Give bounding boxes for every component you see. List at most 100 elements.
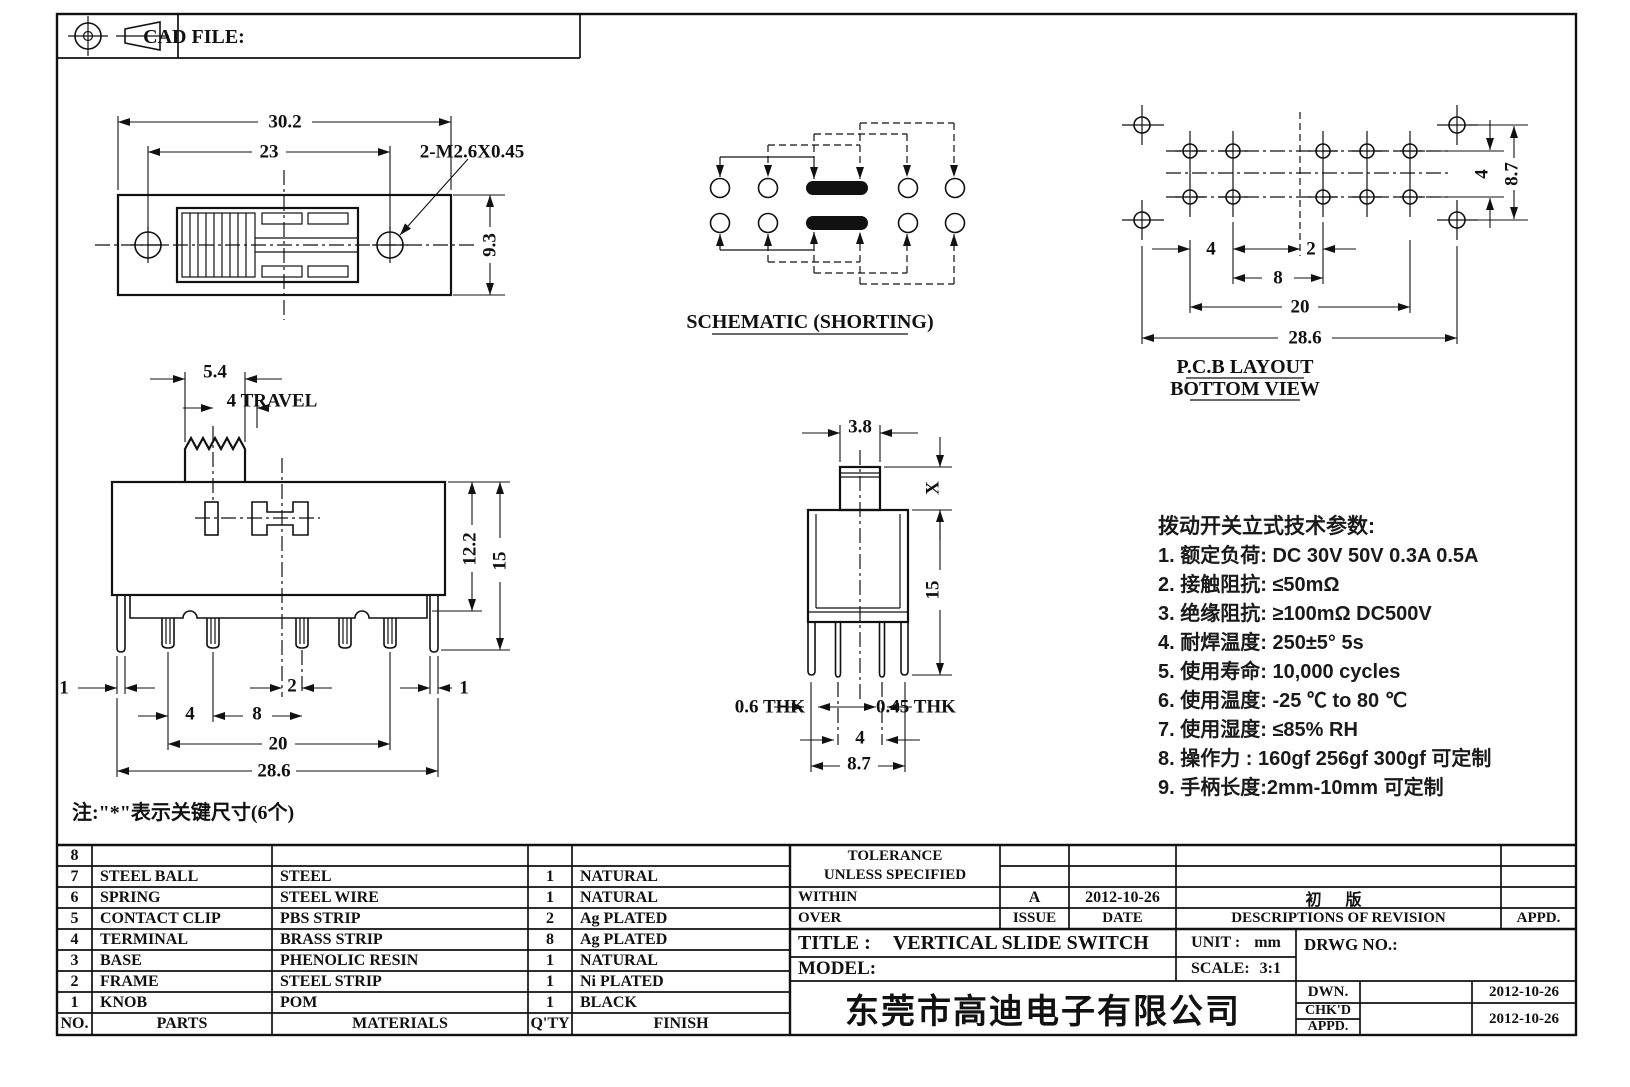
schematic-title: SCHEMATIC (SHORTING) [686,311,933,333]
dim-front-center-off: 2 [287,676,297,697]
dim-front-pitch: 4 [185,704,195,725]
dim-pcb-eight: 8 [1273,268,1283,289]
parts-name: KNOB [100,993,148,1011]
parts-finish: NATURAL [580,867,658,885]
parts-qty: 1 [546,888,554,906]
tolerance-over: OVER [798,910,842,926]
dim-front-total-height: 15 [490,552,511,571]
dim-top-overall: 30.2 [268,112,301,133]
parts-no: 7 [70,867,79,885]
revision-issue-label: ISSUE [1012,910,1057,926]
dim-side-height: 15 [923,581,944,600]
revision-desc-label: DESCRIPTIONS OF REVISION [1231,910,1446,926]
parts-no: 8 [70,846,79,864]
spec-item: 6. 使用温度: -25 ℃ to 80 ℃ [1158,690,1408,712]
revision-desc-value: 初 版 [1305,891,1372,909]
dim-pcb-overall: 28.6 [1288,328,1321,349]
sheet-frame [55,12,1578,1037]
spec-item: 8. 操作力 : 160gf 256gf 300gf 可定制 [1158,748,1492,770]
spec-item: 7. 使用湿度: ≤85% RH [1158,719,1358,741]
parts-material: STEEL [280,867,332,885]
dim-front-eight: 8 [252,704,262,725]
scale-value: 3:1 [1259,960,1281,977]
parts-name: TERMINAL [100,930,189,948]
key-dimension-note: 注:"*"表示关键尺寸(6个) [72,802,295,824]
dim-side-knob: 3.8 [848,417,872,438]
dim-front-right-leg: 1 [459,678,469,699]
tolerance-line2: UNLESS SPECIFIED [823,867,967,883]
parts-qty: 1 [546,993,554,1011]
parts-no: 4 [70,930,79,948]
dim-side-x: X [923,481,944,495]
parts-no: 5 [70,909,79,927]
spec-item: 9. 手柄长度:2mm-10mm 可定制 [1158,777,1444,799]
parts-material: POM [280,993,318,1011]
parts-finish: BLACK [580,993,637,1011]
title-label: TITLE : [798,931,871,954]
parts-finish: NATURAL [580,888,658,906]
title-value: VERTICAL SLIDE SWITCH [892,931,1149,954]
dim-pcb-center: 2 [1306,239,1316,260]
dim-pcb-row-gap: 4 [1472,169,1493,179]
dim-top-height: 9.3 [480,233,501,257]
dim-front-overall: 28.6 [257,761,290,782]
parts-no: 1 [70,993,79,1011]
pcb-layout-linework [1122,105,1528,401]
unit-label: UNIT : [1191,934,1241,951]
parts-material: STEEL STRIP [280,972,382,990]
model-label: MODEL: [798,958,877,979]
cad-file-label: CAD FILE: [143,26,245,48]
dim-side-thk-right: 0.45 THK [876,697,956,718]
appd-label: APPD. [1307,1019,1349,1034]
chkd-date: 2012-10-26 [1489,1010,1559,1027]
dim-side-overall: 8.7 [847,754,871,775]
parts-material: PHENOLIC RESIN [280,951,419,969]
spec-item: 4. 耐焊温度: 250±5° 5s [1158,632,1364,654]
parts-no: 3 [70,951,79,969]
chkd-label: CHK'D [1305,1003,1351,1018]
thread-callout: 2-M2.6X0.45 [420,142,524,163]
parts-header-parts: PARTS [156,1015,208,1032]
dim-front-twenty: 20 [269,734,288,755]
dim-top-holes: 23 [260,142,279,163]
scale-label: SCALE: [1190,960,1250,977]
unit-value: mm [1254,934,1281,951]
parts-finish: Ag PLATED [580,909,668,927]
dim-side-thk-left: 0.6 THK [735,697,806,718]
dim-front-travel: 4 TRAVEL [227,391,318,412]
dim-pcb-twenty: 20 [1291,297,1310,318]
spec-item: 2. 接触阻抗: ≤50mΩ [1158,574,1340,596]
revision-date-value: 2012-10-26 [1085,888,1160,906]
parts-header-materials: MATERIALS [352,1015,448,1032]
title-row: TITLE : VERTICAL SLIDE SWITCH [790,929,1184,957]
dim-front-knob: 5.4 [203,362,227,383]
parts-finish: Ag PLATED [580,930,668,948]
parts-header-qty: Q'TY [530,1015,570,1032]
parts-material: BRASS STRIP [280,930,383,948]
side-view-linework [774,425,952,772]
pcb-title-line2: BOTTOM VIEW [1170,378,1320,400]
parts-qty: 1 [546,972,554,990]
dim-front-left-leg: 1 [59,678,69,699]
parts-header-no: NO. [60,1015,89,1032]
dwn-date: 2012-10-26 [1489,983,1559,1000]
spec-item: 3. 绝缘阻抗: ≥100mΩ DC500V [1158,603,1432,625]
parts-material: STEEL WIRE [280,888,379,906]
parts-finish: NATURAL [580,951,658,969]
unit-row: UNIT : mm [1176,929,1296,957]
revision-date-label: DATE [1102,910,1143,926]
dim-pcb-mount-gap: 8.7 [1502,162,1523,186]
company-name: 东莞市高迪电子有限公司 [845,992,1241,1031]
dim-pcb-pitch: 4 [1206,239,1216,260]
revision-issue-value: A [1028,888,1041,906]
dim-front-body-height: 12.2 [460,532,481,565]
drwg-no-label: DRWG NO.: [1304,935,1398,954]
dim-side-pin-span: 4 [855,728,865,749]
parts-finish: Ni PLATED [580,972,664,990]
projection-symbol-icon [68,16,169,56]
parts-qty: 1 [546,867,554,885]
front-view-linework [78,372,510,777]
tech-specs-block: 拨动开关立式技术参数: 1. 额定负荷: DC 30V 50V 0.3A 0.5… [1158,512,1608,803]
